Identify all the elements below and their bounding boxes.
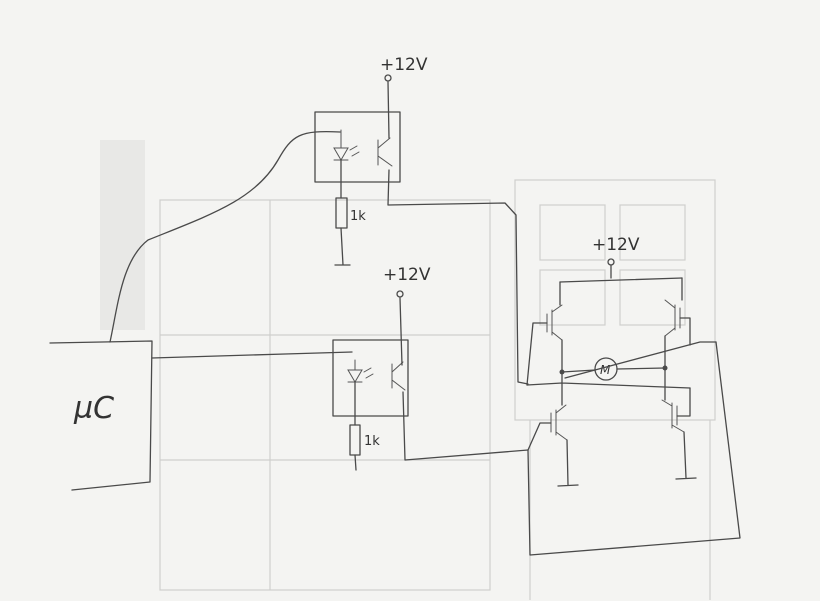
ground-bottom bbox=[354, 454, 357, 471]
optocoupler-top bbox=[314, 111, 401, 183]
wire-uc-to-bottom-opto bbox=[151, 351, 353, 359]
supply-node-top bbox=[384, 74, 392, 82]
resistor-top bbox=[335, 197, 348, 229]
supply-label-top: +12V bbox=[380, 55, 428, 75]
wire-uc-to-top-opto bbox=[109, 130, 341, 343]
optocoupler-bottom bbox=[332, 339, 409, 417]
supply-node-bridge bbox=[607, 258, 615, 266]
wire-top-opto-to-bridge bbox=[387, 169, 529, 385]
ground-bridge-right bbox=[675, 431, 697, 480]
paper-show-through bbox=[100, 140, 716, 600]
resistor-bottom-label: 1k bbox=[364, 434, 380, 449]
microcontroller-label: µC bbox=[73, 391, 114, 426]
motor-label: M bbox=[600, 363, 611, 377]
ground-bridge-left bbox=[557, 439, 579, 487]
resistor-top-label: 1k bbox=[350, 209, 366, 224]
h-bridge: +12V M bbox=[526, 235, 741, 556]
supply-label-bridge: +12V bbox=[592, 235, 640, 255]
ground-top bbox=[334, 227, 351, 266]
resistor-bottom bbox=[349, 424, 361, 456]
wire-bottom-opto-to-bridge bbox=[402, 391, 529, 461]
supply-node-mid bbox=[396, 290, 404, 298]
supply-label-mid: +12V bbox=[383, 265, 431, 285]
microcontroller-block: µC bbox=[49, 340, 153, 491]
